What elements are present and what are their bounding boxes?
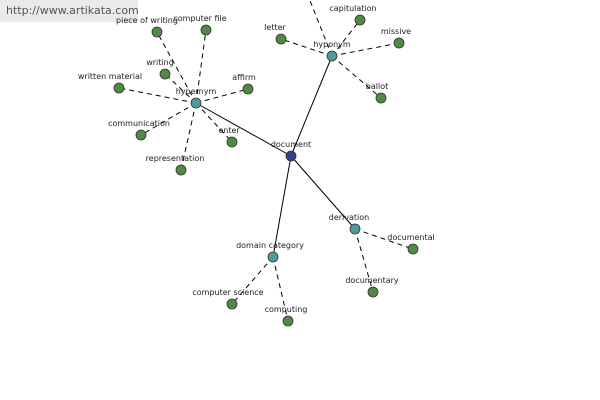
- node-enter[interactable]: enter: [218, 126, 240, 148]
- edge-hypernym-to-writing: [164, 73, 197, 104]
- node-affirm[interactable]: affirm: [232, 73, 256, 95]
- node-dot-computer-file[interactable]: [200, 24, 212, 36]
- node-domain-category[interactable]: domain category: [236, 241, 304, 263]
- node-computer-science[interactable]: computer science: [192, 288, 264, 310]
- node-label-documentary: documentary: [345, 276, 399, 285]
- edge-hypernym-to-representation: [180, 102, 197, 171]
- edge-document-to-hyponym: [290, 55, 333, 157]
- node-documental[interactable]: documental: [387, 233, 435, 255]
- node-communication[interactable]: communication: [108, 119, 170, 141]
- node-writing[interactable]: writing: [146, 58, 174, 80]
- edge-document-to-derivation: [290, 155, 356, 230]
- watermark-url: http://www.artikata.com: [0, 0, 139, 22]
- node-dot-written-material[interactable]: [113, 82, 125, 94]
- node-dot-document[interactable]: [285, 150, 297, 162]
- edge-document-to-hypernym: [195, 102, 292, 157]
- node-label-written-material: written material: [78, 72, 142, 81]
- node-missive[interactable]: missive: [381, 27, 411, 49]
- edge-hypernym-to-communication: [140, 102, 197, 136]
- node-ballot[interactable]: ballot: [366, 82, 388, 104]
- node-capitulation[interactable]: capitulation: [329, 4, 377, 26]
- node-label-document: document: [271, 140, 311, 149]
- node-label-letter: letter: [264, 23, 286, 32]
- edge-derivation-to-documental: [354, 228, 414, 250]
- node-label-derivation: derivation: [329, 213, 369, 222]
- edge-hypernym-to-piece-of-writing: [156, 31, 197, 104]
- node-label-affirm: affirm: [232, 73, 256, 82]
- node-dot-documental[interactable]: [407, 243, 419, 255]
- node-dot-hyponym[interactable]: [326, 50, 338, 62]
- node-dot-computer-science[interactable]: [226, 298, 238, 310]
- node-dot-representation[interactable]: [175, 164, 187, 176]
- edge-hyponym-to-offscreen-top: [309, 0, 333, 57]
- node-letter[interactable]: letter: [264, 23, 287, 45]
- edge-hyponym-to-missive: [331, 42, 400, 57]
- edge-hypernym-to-enter: [195, 102, 233, 143]
- node-piece-of-writing[interactable]: piece of writing: [116, 16, 178, 38]
- node-hyponym[interactable]: hyponym: [313, 40, 351, 62]
- node-dot-affirm[interactable]: [242, 83, 254, 95]
- node-label-representation: representation: [146, 154, 205, 163]
- node-dot-piece-of-writing[interactable]: [151, 26, 163, 38]
- edge-hypernym-to-computer-file: [195, 29, 207, 104]
- edge-document-to-domain-category: [272, 155, 292, 258]
- node-label-enter: enter: [218, 126, 240, 135]
- node-label-capitulation: capitulation: [329, 4, 376, 13]
- edge-domain-category-to-computing: [272, 256, 289, 322]
- node-dot-domain-category[interactable]: [267, 251, 279, 263]
- node-dot-letter[interactable]: [275, 33, 287, 45]
- node-label-communication: communication: [108, 119, 170, 128]
- node-hypernym[interactable]: hypernym: [176, 87, 217, 109]
- node-dot-capitulation[interactable]: [354, 14, 366, 26]
- node-document[interactable]: document: [271, 140, 311, 162]
- node-dot-hypernym[interactable]: [190, 97, 202, 109]
- node-written-material[interactable]: written material: [78, 72, 142, 94]
- node-dot-communication[interactable]: [135, 129, 147, 141]
- edge-derivation-to-documentary: [354, 228, 374, 293]
- node-label-hyponym: hyponym: [313, 40, 351, 49]
- node-label-computing: computing: [265, 305, 308, 314]
- node-label-missive: missive: [381, 27, 411, 36]
- node-dot-writing[interactable]: [159, 68, 171, 80]
- node-documentary[interactable]: documentary: [345, 276, 399, 298]
- node-dot-enter[interactable]: [226, 136, 238, 148]
- node-derivation[interactable]: derivation: [329, 213, 369, 235]
- node-representation[interactable]: representation: [146, 154, 205, 176]
- nodes-layer: document hypernym hyponym derivation domain …: [78, 4, 435, 327]
- edge-hyponym-to-ballot: [331, 55, 382, 99]
- node-label-domain-category: domain category: [236, 241, 304, 250]
- edges-layer: [118, 0, 414, 322]
- edge-hypernym-to-written-material: [118, 87, 197, 104]
- node-dot-ballot[interactable]: [375, 92, 387, 104]
- node-label-documental: documental: [387, 233, 435, 242]
- edge-domain-category-to-computer-science: [231, 256, 274, 305]
- node-label-piece-of-writing: piece of writing: [116, 16, 178, 25]
- node-dot-derivation[interactable]: [349, 223, 361, 235]
- node-label-writing: writing: [146, 58, 174, 67]
- node-computing[interactable]: computing: [265, 305, 308, 327]
- node-dot-documentary[interactable]: [367, 286, 379, 298]
- node-dot-computing[interactable]: [282, 315, 294, 327]
- node-label-computer-file: computer file: [173, 14, 226, 23]
- edge-hyponym-to-capitulation: [331, 19, 361, 57]
- node-label-ballot: ballot: [366, 82, 388, 91]
- node-label-computer-science: computer science: [192, 288, 263, 297]
- node-dot-missive[interactable]: [393, 37, 405, 49]
- node-label-hypernym: hypernym: [176, 87, 217, 96]
- node-computer-file[interactable]: computer file: [173, 14, 227, 36]
